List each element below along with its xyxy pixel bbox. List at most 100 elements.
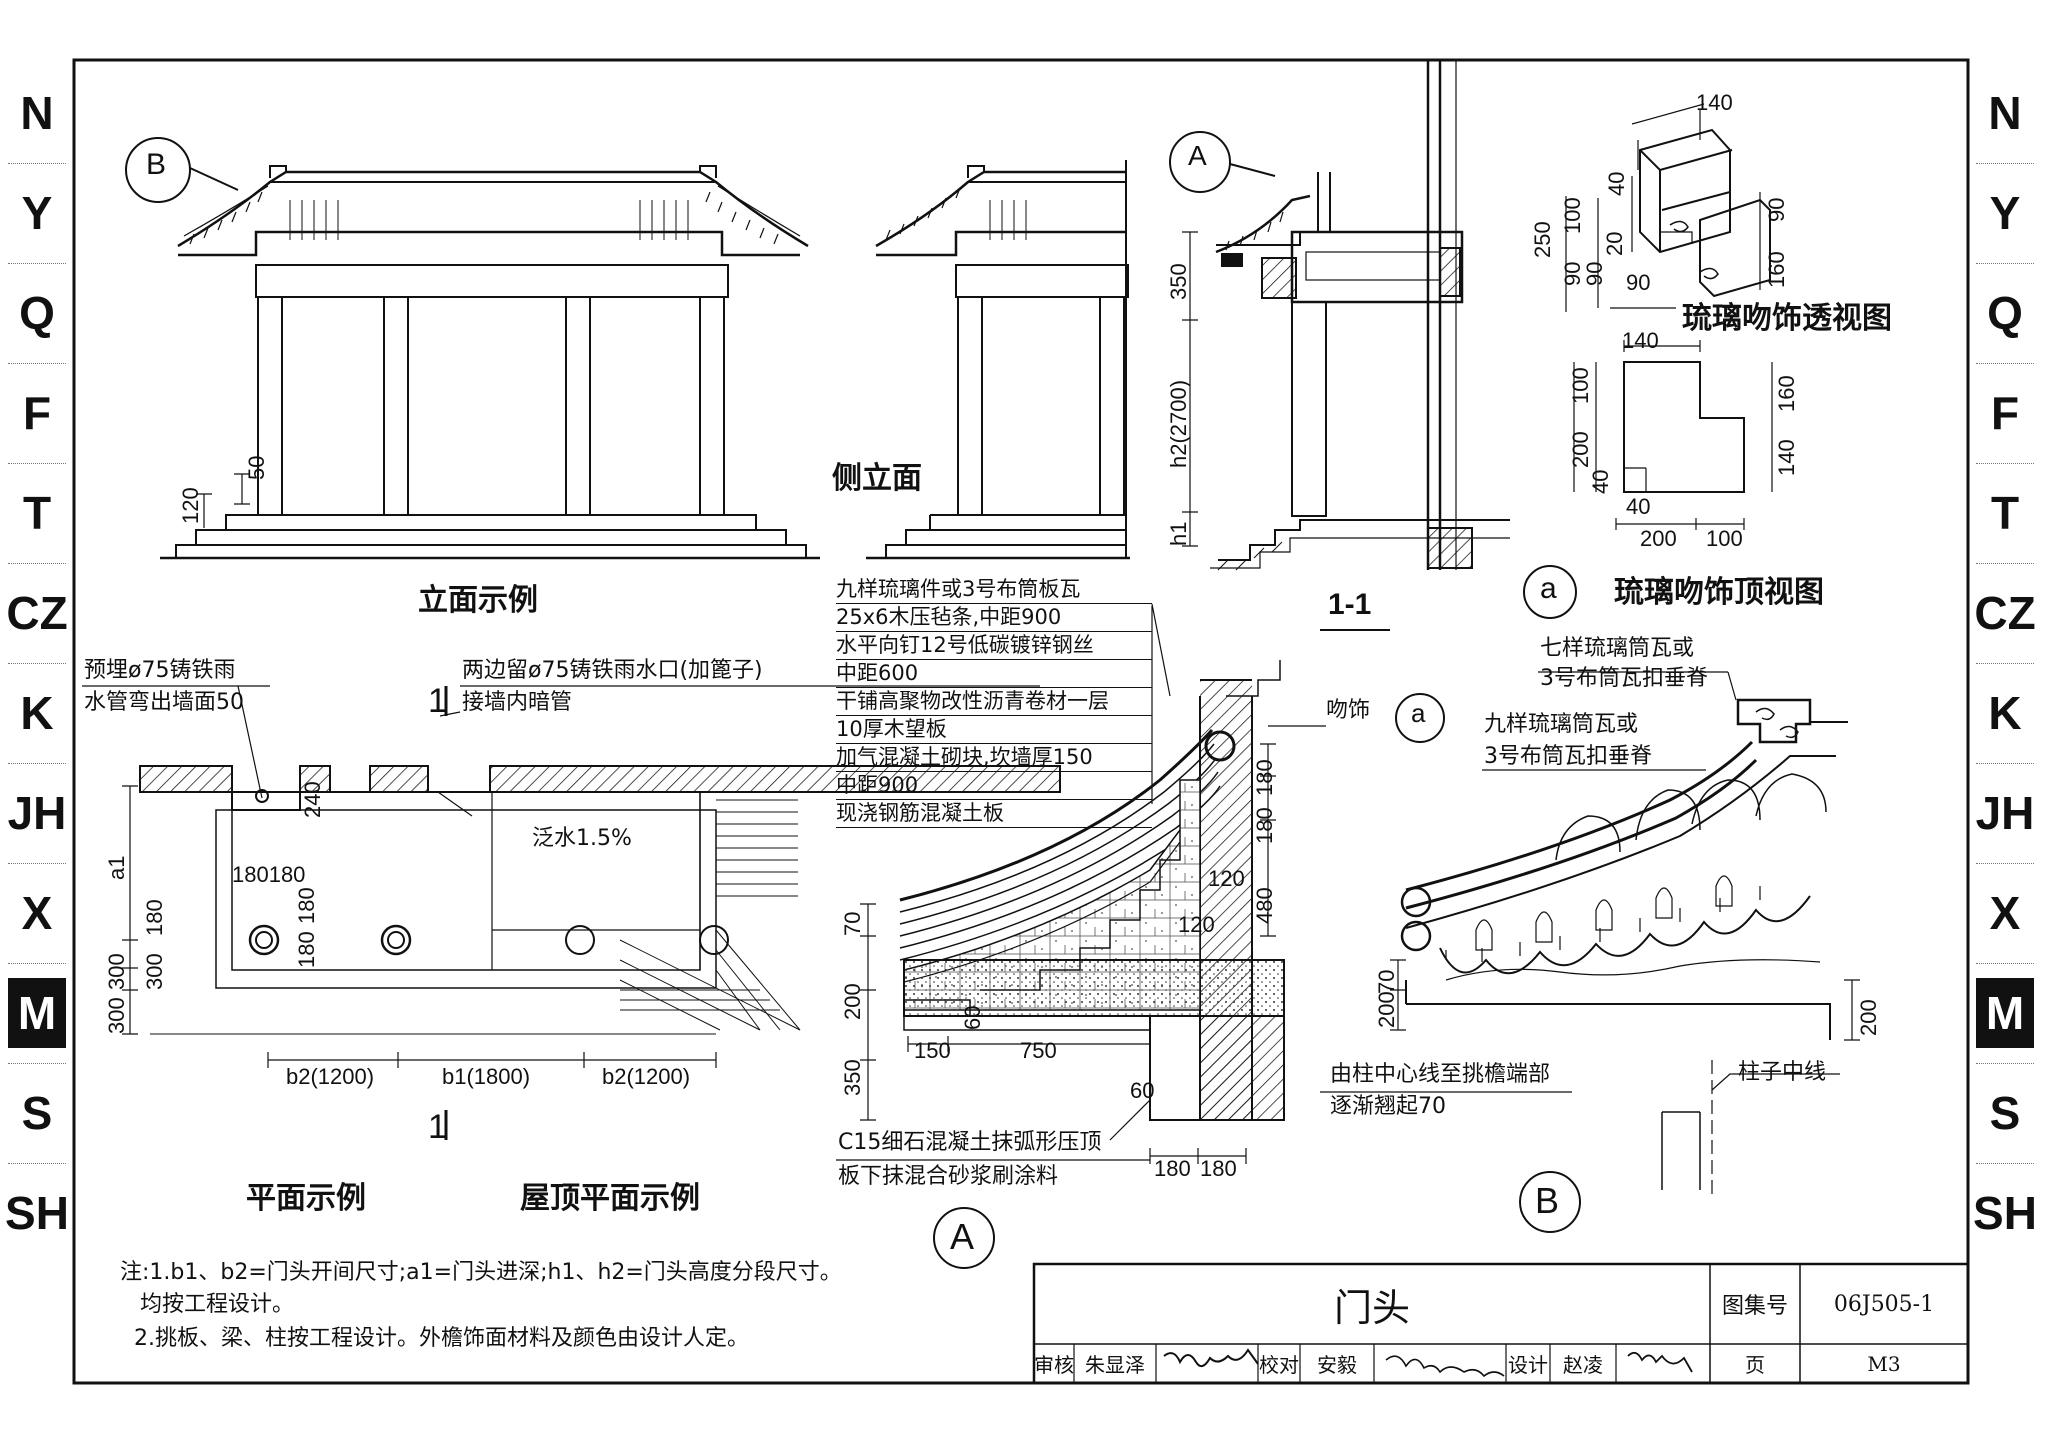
ornament-perspective-title: 琉璃吻饰透视图 [1682, 301, 1892, 336]
section-dim-h1: h1 [1166, 521, 1191, 546]
section-tab-q[interactable]: Q [1987, 287, 2023, 339]
tab-separator [8, 263, 66, 264]
atlas-number: 06J505-1 [1833, 1291, 1935, 1317]
roof-spec-line: 加气混凝土砌块,坎墙厚150 [836, 744, 1152, 772]
section-tab-jh[interactable]: JH [7, 787, 67, 839]
sheet-frame [72, 58, 1970, 1385]
section-tab-n[interactable]: N [20, 87, 54, 139]
plan-dim-b2-left: b2(1200) [286, 1064, 375, 1089]
marker-b-circle [125, 137, 191, 203]
marker-a-label: A [1188, 140, 1207, 171]
section-tab-x[interactable]: X [21, 887, 53, 939]
orn-dim-100: 100 [1560, 197, 1585, 234]
tab-separator [1976, 963, 2034, 964]
reviewer-name: 朱显泽 [1085, 1353, 1145, 1377]
atlas-label: 图集号 [1721, 1294, 1788, 1319]
detail-a-dim-120b: 120 [1178, 912, 1215, 937]
note-line-2: 均按工程设计。 [140, 1292, 295, 1317]
tab-separator [8, 463, 66, 464]
plan-view [82, 685, 1061, 1140]
roof-spec-line: 干铺高聚物改性沥青卷材一层 [836, 688, 1152, 716]
detail-a-dim-60b: 60 [1130, 1078, 1155, 1103]
designer-name: 赵凌 [1563, 1353, 1603, 1377]
page-number: M3 [1867, 1351, 1901, 1376]
plan-title: 平面示例 [246, 1181, 366, 1216]
section-tab-cz[interactable]: CZ [1974, 587, 2036, 639]
tab-separator [1976, 1063, 2034, 1064]
tab-separator [8, 163, 66, 164]
section-tab-y[interactable]: Y [1989, 187, 2021, 239]
roof-spec-line: 水平向钉12号低碳镀锌钢丝 [836, 632, 1152, 660]
plan-note-left-1: 预埋ø75铸铁雨 [84, 658, 236, 683]
section-mark-top: 1 [428, 682, 447, 720]
section-tab-k[interactable]: K [1988, 687, 2022, 739]
section-tab-cz[interactable]: CZ [6, 587, 68, 639]
tab-separator [8, 963, 66, 964]
ornament-perspective [1565, 103, 1771, 312]
orn-dim-90c: 90 [1626, 270, 1651, 295]
roof-spec-line: 现浇钢筋混凝土板 [836, 800, 1152, 828]
tab-separator [8, 563, 66, 564]
tab-separator [1976, 863, 2034, 864]
detail-a-wenshi: 吻饰 [1326, 698, 1371, 723]
section-dim-350: 350 [1166, 263, 1191, 300]
detail-a-label: A [950, 1216, 975, 1257]
detail-a-note-2: 板下抹混合砂浆刷涂料 [838, 1164, 1059, 1189]
detail-a-dim-150: 150 [914, 1038, 951, 1063]
section-tab-n[interactable]: N [1988, 87, 2022, 139]
section-tab-jh[interactable]: JH [1975, 787, 2035, 839]
plan-dim-b2-right: b2(1200) [602, 1064, 691, 1089]
section-dim-h2: h2(2700) [1166, 379, 1191, 468]
orn-dim-40: 40 [1604, 171, 1629, 196]
orn-dim-160: 160 [1764, 251, 1789, 288]
marker-a-detail-circle [933, 1207, 995, 1269]
roof-spec-line: 中距600 [836, 660, 1152, 688]
plan-drain-note: 泛水1.5% [532, 826, 632, 851]
section-tab-q[interactable]: Q [19, 287, 55, 339]
detail-a-dim-480: 480 [1252, 887, 1277, 924]
section-tab-f[interactable]: F [22, 387, 52, 439]
section-tab-t[interactable]: T [1990, 487, 2020, 539]
section-tab-m[interactable]: M [8, 978, 66, 1048]
orn-top-dim-140: 140 [1622, 328, 1659, 353]
review-label: 审核 [1034, 1353, 1074, 1377]
plan-note-left-2: 水管弯出墙面50 [84, 690, 244, 715]
roof-spec-line: 25x6木压毡条,中距900 [836, 604, 1152, 632]
tab-separator [8, 363, 66, 364]
section-tab-t[interactable]: T [22, 487, 52, 539]
section-tab-k[interactable]: K [20, 687, 54, 739]
plan-note-right-2: 接墙内暗管 [462, 690, 573, 715]
plan-dim-b1: b1(1800) [442, 1064, 531, 1089]
section-tab-m[interactable]: M [1976, 978, 2034, 1048]
checker-name: 安毅 [1317, 1353, 1357, 1377]
side-elevation-title: 侧立面 [832, 461, 922, 496]
section-tab-s[interactable]: S [21, 1087, 53, 1139]
page-label: 页 [1745, 1353, 1765, 1377]
plan-dim-a1: a1 [104, 855, 129, 880]
front-elevation [125, 137, 820, 560]
tab-separator [1976, 563, 2034, 564]
tab-separator [8, 1063, 66, 1064]
tab-separator [8, 763, 66, 764]
plan-dim-300b: 300 [104, 997, 129, 1034]
detail-b-bottom-1: 由柱中心线至挑檐端部 [1330, 1062, 1551, 1087]
roof-spec-line: 10厚木望板 [836, 716, 1152, 744]
plan-dim-300a: 300 [104, 953, 129, 990]
section-tab-y[interactable]: Y [21, 187, 53, 239]
plan-dim-240: 240 [300, 781, 325, 818]
orn-dim-250: 250 [1530, 221, 1555, 258]
detail-b-bottom-2: 逐渐翘起70 [1330, 1094, 1446, 1119]
section-tab-s[interactable]: S [1989, 1087, 2021, 1139]
detail-b-mid-2: 3号布筒瓦扣垂脊 [1484, 744, 1652, 769]
section-tab-sh[interactable]: SH [5, 1187, 69, 1239]
roof-spec-line: 中距900 [836, 772, 1152, 800]
marker-a-circle [1169, 131, 1231, 193]
plan-dim-180-180: 180180 [232, 862, 306, 887]
section-mark-bottom: 1 [428, 1108, 447, 1146]
detail-a-note-1: C15细石混凝土抹弧形压顶 [838, 1130, 1102, 1155]
section-tab-x[interactable]: X [1989, 887, 2021, 939]
detail-a-dim-70: 70 [840, 911, 865, 936]
section-tab-sh[interactable]: SH [1973, 1187, 2037, 1239]
section-tab-f[interactable]: F [1990, 387, 2020, 439]
detail-b-column-line: 柱子中线 [1738, 1060, 1827, 1085]
